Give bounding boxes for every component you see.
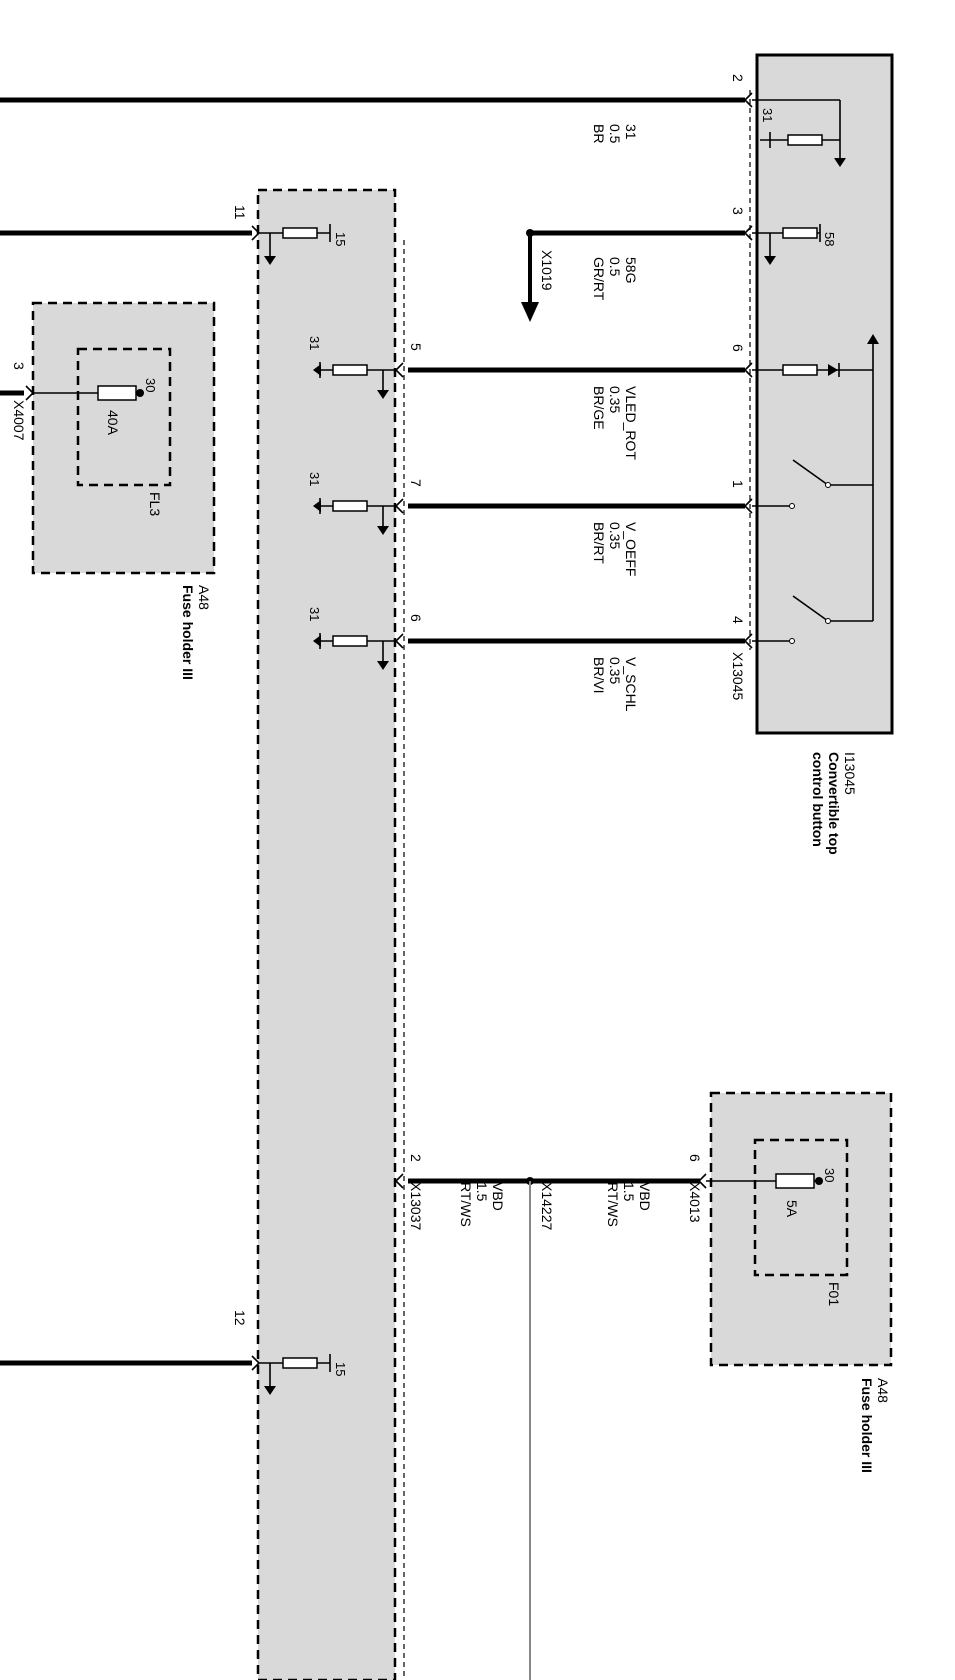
pin-label: 12 (232, 1310, 248, 1326)
pin-label: 7 (408, 479, 424, 487)
terminal-label: 58 (822, 232, 837, 246)
fuse-holder-ref: A48 (875, 1378, 891, 1403)
fuse-f01-box (753, 1138, 849, 1277)
fuse-f01-symbol (706, 1173, 823, 1189)
wire-color: BR/RT (591, 522, 607, 564)
wire-signal: VBD (637, 1182, 653, 1211)
fuse-id: F01 (826, 1282, 842, 1306)
wire-size: 0.35 (607, 522, 623, 549)
wire-size: 1.5 (474, 1182, 490, 1202)
wire-color: RT/WS (605, 1182, 621, 1227)
fuse-holder-name: Fuse holder III (180, 585, 196, 680)
wire-signal: 58G (623, 257, 639, 283)
wire-size: 0.5 (607, 124, 623, 144)
connector-label: X4013 (687, 1182, 703, 1223)
fuse-rating: 40A (105, 410, 121, 436)
terminal-label: 31 (307, 472, 322, 486)
control-button-ref: I13045 (842, 752, 858, 795)
terminal-label: 15 (333, 232, 348, 246)
wire-signal: V_OEFF (623, 522, 639, 576)
control-button-internals (752, 99, 879, 644)
wire-color: BR (591, 124, 607, 143)
control-button-name-2: control button (810, 752, 826, 847)
pin-label: 1 (730, 480, 746, 488)
terminal-label: 31 (760, 108, 775, 122)
x1019-arrow-head (521, 302, 539, 322)
fuse-fl3-symbol (33, 385, 144, 401)
pin-label: 6 (408, 614, 424, 622)
control-button-pin-chevrons (743, 92, 753, 649)
wire-size: 0.35 (607, 657, 623, 684)
wire-color: BR/VI (591, 657, 607, 694)
pin-label: 5 (408, 343, 424, 351)
wire-size: 0.5 (607, 257, 623, 277)
pin-label: 3 (11, 362, 27, 370)
module-internals (259, 224, 396, 1395)
pin-label: 4 (730, 616, 746, 624)
connector-label: X13045 (730, 652, 746, 700)
wire-color: BR/GE (591, 386, 607, 430)
connector-label: X13037 (408, 1182, 424, 1230)
fuse-fl3-box (76, 347, 172, 487)
wire-signal: V_SCHL (623, 657, 639, 712)
wire-color: GR/RT (591, 257, 607, 301)
pin-label: 2 (408, 1154, 424, 1162)
wire-signal: VLED_ROT (623, 386, 639, 460)
fuse-terminal: 30 (143, 378, 158, 392)
terminal-label: 31 (307, 607, 322, 621)
fuse-rating: 5A (784, 1200, 800, 1218)
wire-signal: 31 (623, 124, 639, 140)
central-module-box (256, 188, 397, 1680)
connector-label: X1019 (539, 250, 555, 291)
fuse-holder-ref: A48 (196, 585, 212, 610)
terminal-label: 31 (307, 336, 322, 350)
pin-label: 3 (730, 207, 746, 215)
wire-color: RT/WS (458, 1182, 474, 1227)
fuse-holder-right-box (709, 1091, 893, 1367)
wire-size: 1.5 (621, 1182, 637, 1202)
fuse-holder-left-box (31, 301, 216, 575)
pin-label: 6 (687, 1154, 703, 1162)
control-button-box (755, 53, 894, 735)
connector-label: X14227 (539, 1182, 555, 1230)
pin-label: 6 (730, 344, 746, 352)
fuse-terminal: 30 (822, 1168, 837, 1182)
terminal-label: 15 (333, 1362, 348, 1376)
pin-label: 11 (232, 205, 248, 220)
control-button-name: Convertible top (826, 752, 842, 855)
wire-size: 0.35 (607, 386, 623, 413)
fuse-id: FL3 (147, 492, 163, 516)
fuse-holder-name: Fuse holder III (859, 1378, 875, 1473)
pin-label: 2 (730, 74, 746, 82)
connector-label: X4007 (11, 400, 27, 441)
wire-signal: VBD (490, 1182, 506, 1211)
